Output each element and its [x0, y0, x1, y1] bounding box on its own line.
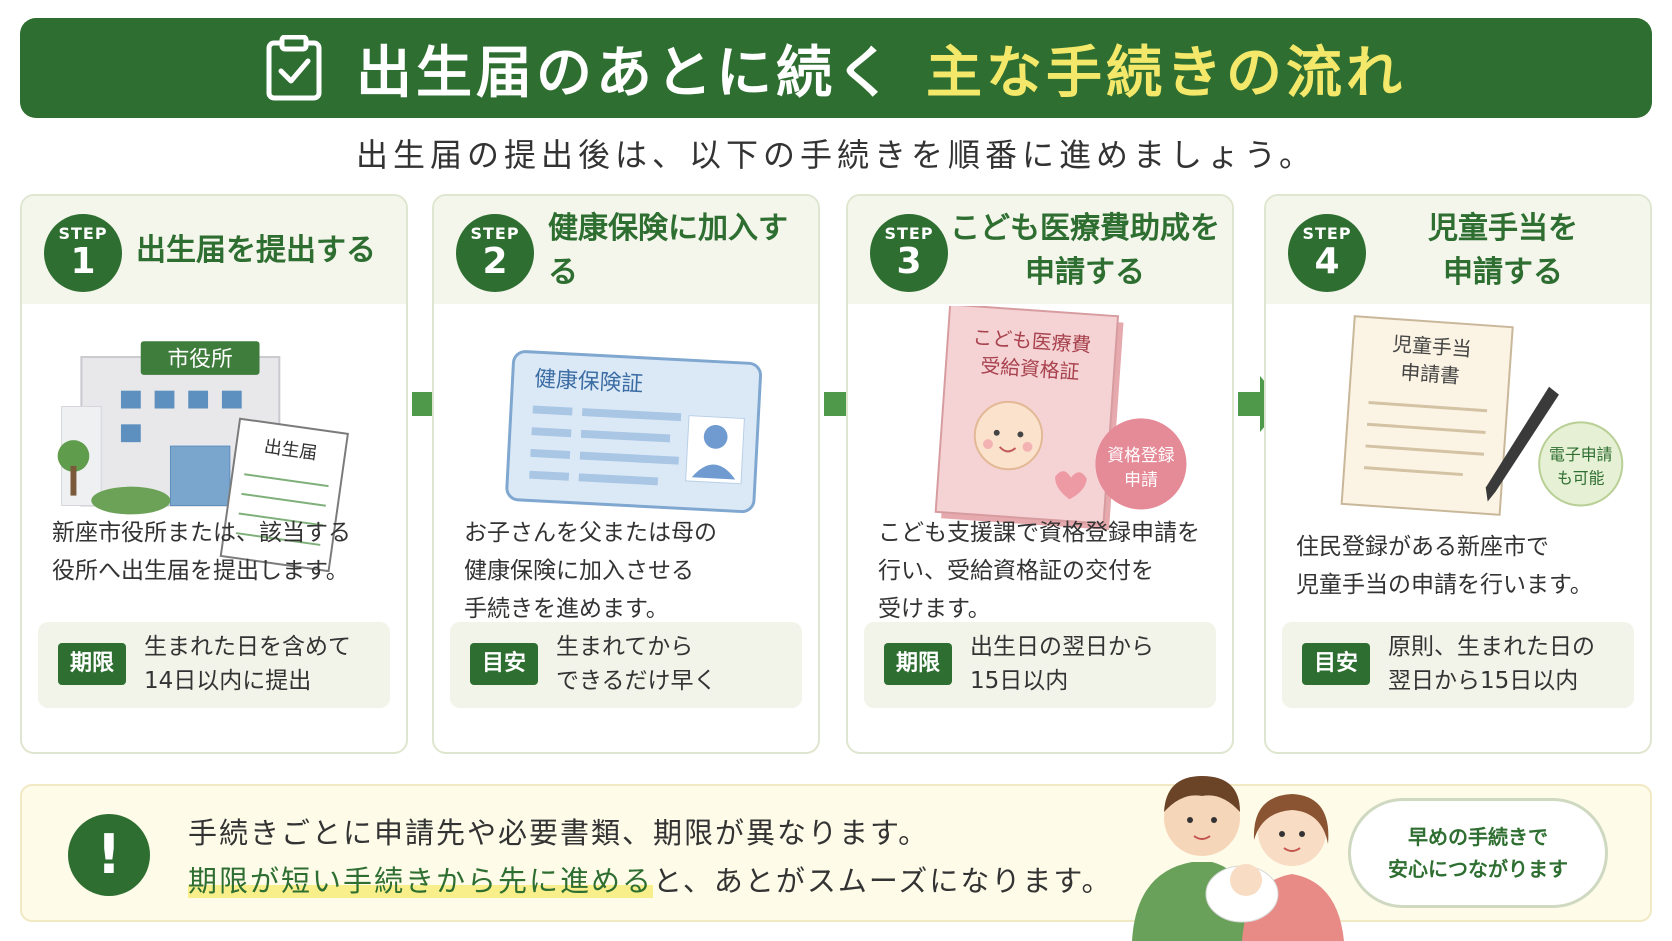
insurance-card-label: 健康保険証: [534, 367, 644, 398]
step-title: 健康保険に加入する: [548, 211, 788, 290]
online-label-1: 電子申請: [1549, 445, 1612, 464]
stamp-label-2: 申請: [1124, 470, 1158, 490]
step-title: 出生届を提出する: [136, 233, 376, 268]
online-label-2: も可能: [1557, 469, 1605, 488]
guideline-text: 生まれてからできるだけ早く: [556, 634, 717, 694]
form-label-1: 児童手当: [1392, 333, 1473, 361]
notice-line-1: 手続きごとに申請先や必要書類、期限が異なります。: [188, 816, 930, 850]
deadline-tag: 期限: [58, 643, 126, 685]
notice-highlight: 期限が短い手続きから先に進める: [188, 864, 654, 898]
title-main: 出生届のあとに続く: [356, 40, 896, 106]
step-badge: STEP 1: [44, 214, 122, 292]
step-card-1: STEP 1 出生届を提出する 市役所 出生届 新座市役所または、該当する役所へ…: [20, 194, 408, 754]
child-allowance-form-illustration: 児童手当 申請書 電子申請 も可能: [1340, 315, 1624, 516]
step-badge: STEP 4: [1288, 214, 1366, 292]
step-title: 児童手当を申請する: [1428, 211, 1578, 290]
arrow-right-icon: [1238, 376, 1284, 432]
step-description: こども支援課で資格登録申請を行い、受給資格証の交付を受けます。: [878, 520, 1200, 622]
step-badge: STEP 3: [870, 214, 948, 292]
stamp-label-1: 資格登録: [1107, 445, 1174, 465]
deadline-tag: 期限: [884, 643, 952, 685]
city-hall-sign: 市役所: [167, 347, 232, 372]
notice-panel: ! 手続きごとに申請先や必要書類、期限が異なります。 期限が短い手続きから先に進…: [20, 784, 1652, 922]
medical-certificate-illustration: こども医療費 受給資格証 資格登録 申請: [934, 306, 1187, 530]
step-card-4: STEP 4 児童手当を申請する 児童手当 申請書 電子申請 も可能 住民登録が…: [1264, 194, 1652, 754]
family-illustration: [1132, 776, 1344, 941]
guideline-box: 目安 生まれてからできるだけ早く: [450, 622, 802, 708]
page-subtitle: 出生届の提出後は、以下の手続きを順番に進めましょう。: [355, 136, 1317, 174]
step-title: こども医療費助成を申請する: [950, 211, 1220, 290]
guideline-text: 原則、生まれた日の翌日から15日以内: [1388, 634, 1595, 694]
step-description: お子さんを父または母の健康保険に加入させる手続きを進めます。: [464, 520, 717, 622]
title-banner: 出生届のあとに続く 主な手続きの流れ: [20, 18, 1652, 118]
step-card-2: STEP 2 健康保険に加入する 健康保険証 お子さんを父または母の健康保険に加…: [432, 194, 820, 754]
step-description: 住民登録がある新座市で児童手当の申請を行います。: [1296, 534, 1593, 598]
form-label-2: 申請書: [1400, 361, 1461, 388]
clipboard-check-icon: [266, 35, 322, 101]
step-badge: STEP 2: [456, 214, 534, 292]
guideline-tag: 目安: [1302, 643, 1370, 685]
step-card-3: STEP 3 こども医療費助成を申請する こども医療費 受給資格証 資格登録 申…: [846, 194, 1234, 754]
guideline-box: 目安 原則、生まれた日の翌日から15日以内: [1282, 622, 1634, 708]
speech-bubble: 早めの手続きで 安心につながります: [1348, 798, 1608, 908]
title-highlight: 主な手続きの流れ: [926, 40, 1406, 106]
guideline-tag: 目安: [470, 643, 538, 685]
notice-line-2: 期限が短い手続きから先に進めると、あとがスムーズになります。: [188, 864, 1113, 898]
city-hall-illustration: 市役所 出生届: [57, 341, 349, 573]
step-description: 新座市役所または、該当する役所へ出生届を提出します。: [52, 520, 351, 584]
exclamation-icon: !: [68, 814, 150, 896]
insurance-card-illustration: 健康保険証: [505, 350, 763, 514]
